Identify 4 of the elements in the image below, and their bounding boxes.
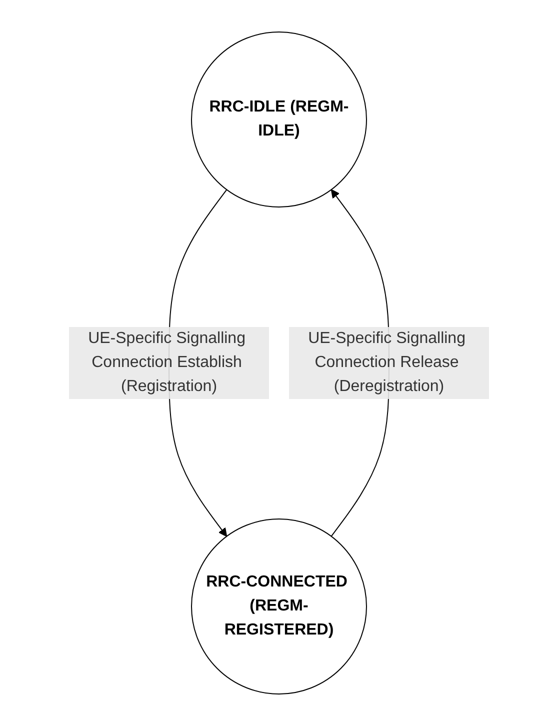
node-circle: RRC-CONNECTED (REGM-REGISTERED) [191, 518, 367, 694]
node-circle: RRC-IDLE (REGM-IDLE) [191, 32, 367, 208]
edge-label: UE-Specific Signalling Connection Establish (Registration) [88, 330, 246, 395]
edge-label: UE-Specific Signalling Connection Release (Deregistration) [308, 330, 466, 395]
